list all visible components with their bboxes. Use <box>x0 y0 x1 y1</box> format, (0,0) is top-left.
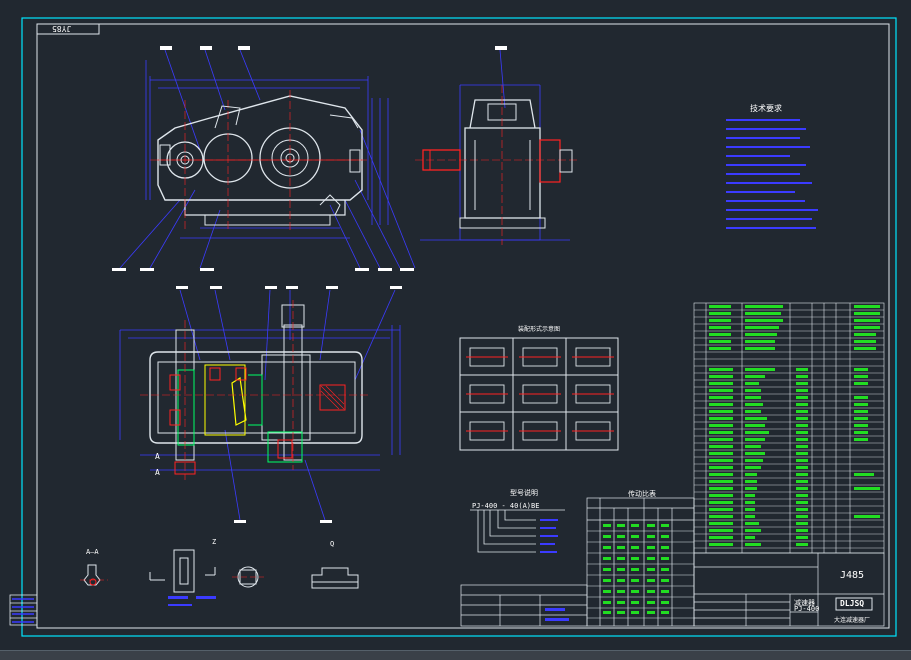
side-view <box>415 84 580 245</box>
title-block <box>693 552 885 627</box>
tech-requirements-title: 技术要求 <box>750 104 782 113</box>
drawing-code-tag: JY85 <box>52 24 72 33</box>
spec-table <box>460 584 588 627</box>
code-tag-frame <box>36 23 100 35</box>
inner-frame <box>36 23 890 629</box>
aux-view-dims <box>168 596 216 606</box>
view-label-z: Z <box>212 538 217 546</box>
ratio-table-title: 传动比表 <box>628 490 656 498</box>
sheet-border <box>21 17 897 637</box>
company-name: 大连减速器厂 <box>834 617 871 624</box>
model-example: PJ-400 - 40(A)BE <box>472 502 540 510</box>
spec-values <box>545 608 569 621</box>
section-mark-left: A <box>155 452 160 461</box>
ratio-values <box>603 524 669 614</box>
logo-icon <box>835 597 873 611</box>
ratio-table <box>586 497 695 627</box>
logo-text: DLJSQ <box>840 599 865 608</box>
ratio-table-rows <box>587 530 694 619</box>
assembly-forms-grid <box>459 337 619 451</box>
parts-list <box>693 302 885 554</box>
view-label-aa: A—A <box>86 548 99 556</box>
model-notes <box>470 509 565 553</box>
view-label-q: Q <box>330 540 335 548</box>
parts-list-rows <box>694 309 884 549</box>
product-title: 减速器 <box>794 599 815 607</box>
model-number: PJ-400 <box>794 605 820 613</box>
parts-list-text <box>709 305 880 546</box>
status-bar <box>0 650 911 660</box>
section-view <box>119 286 402 523</box>
tech-requirements <box>726 119 818 229</box>
front-view <box>112 46 507 271</box>
assembly-forms-title: 装配形式示意图 <box>518 326 561 333</box>
model-notes-title: 型号说明 <box>510 489 538 497</box>
left-margin-blocks <box>9 594 38 626</box>
aux-views <box>80 549 359 593</box>
model-notes-text <box>540 519 558 553</box>
section-mark-right: A <box>155 468 160 477</box>
drawing-code-box: J485 <box>840 570 865 581</box>
